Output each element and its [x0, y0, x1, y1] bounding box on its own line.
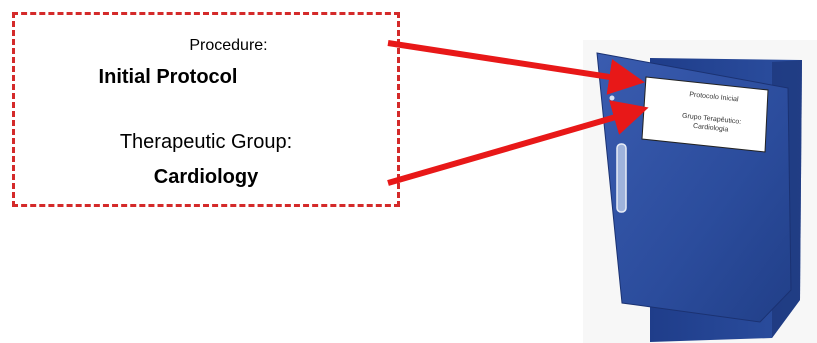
- folder-label-line3: Cardiologia: [693, 123, 729, 134]
- therapeutic-group-label: Therapeutic Group:: [119, 131, 293, 153]
- folder-label: Protocolo Inicial Grupo Terapêutico: Car…: [641, 76, 769, 153]
- callout-box: Procedure: Initial Protocol Therapeutic …: [12, 12, 400, 207]
- procedure-label: Procedure:: [189, 37, 268, 54]
- folder-binding-slot: [616, 143, 627, 213]
- procedure-value: Initial Protocol: [98, 66, 238, 88]
- arrow-therapeutic-group: [387, 100, 649, 186]
- therapeutic-group-value: Cardiology: [153, 166, 259, 188]
- arrow-procedure: [387, 40, 645, 95]
- folder-punch-hole: [609, 95, 615, 101]
